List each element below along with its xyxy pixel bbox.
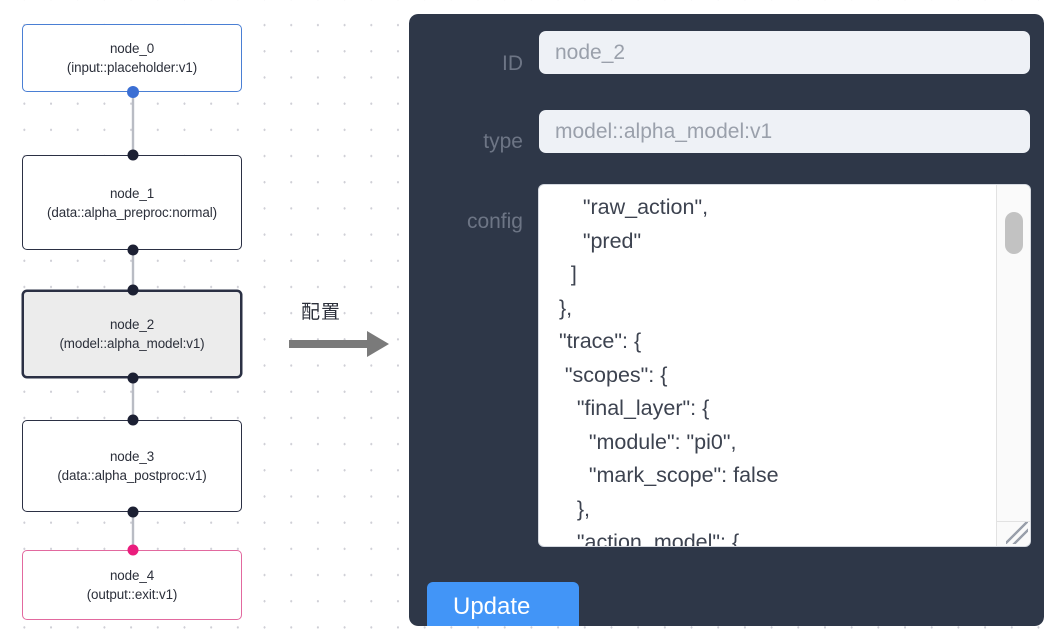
node-title: node_1 bbox=[109, 185, 155, 201]
node-2-output-handle[interactable] bbox=[127, 372, 139, 384]
node-subtitle: (model::alpha_model:v1) bbox=[59, 336, 205, 351]
config-scrollbar-thumb[interactable] bbox=[1005, 212, 1023, 254]
node-subtitle: (data::alpha_preproc:normal) bbox=[47, 204, 217, 220]
node-subtitle: (data::alpha_postproc:v1) bbox=[57, 468, 207, 483]
type-field-row: type bbox=[429, 130, 1029, 154]
transition-label: 配置 bbox=[301, 302, 342, 323]
graph-node-node-3[interactable]: node_3 (data::alpha_postproc:v1) bbox=[22, 420, 242, 512]
config-scrollbar[interactable] bbox=[996, 185, 1030, 546]
resize-grip-icon[interactable] bbox=[1006, 522, 1028, 544]
id-field-label: ID bbox=[502, 52, 523, 75]
transition-annotation: 配置 bbox=[289, 297, 394, 359]
config-field-label: config bbox=[466, 210, 523, 233]
id-field-row: ID bbox=[429, 52, 1029, 76]
config-textarea-wrapper bbox=[539, 185, 1030, 546]
update-button-clip: Update bbox=[409, 14, 1044, 626]
arrow-right-icon bbox=[289, 331, 389, 357]
graph-node-node-2[interactable]: node_2 (model::alpha_model:v1) bbox=[22, 290, 242, 378]
id-input[interactable] bbox=[539, 31, 1030, 74]
node-title: node_0 bbox=[109, 41, 155, 56]
config-textarea[interactable] bbox=[539, 185, 997, 546]
graph-node-node-4[interactable]: node_4 (output::exit:v1) bbox=[22, 550, 242, 620]
update-button[interactable]: Update bbox=[427, 582, 579, 626]
node-subtitle: (output::exit:v1) bbox=[86, 587, 178, 602]
node-3-input-handle[interactable] bbox=[127, 414, 139, 426]
node-1-input-handle[interactable] bbox=[127, 149, 139, 161]
graph-node-node-0[interactable]: node_0 (input::placeholder:v1) bbox=[22, 24, 242, 92]
type-input[interactable] bbox=[539, 110, 1030, 153]
node-4-input-handle[interactable] bbox=[127, 544, 139, 556]
config-field-row: config bbox=[429, 210, 1029, 234]
node-title: node_3 bbox=[109, 449, 155, 464]
node-3-output-handle[interactable] bbox=[127, 506, 139, 518]
config-scrollbar-divider bbox=[997, 521, 1030, 522]
graph-node-node-1[interactable]: node_1 (data::alpha_preproc:normal) bbox=[22, 155, 242, 250]
node-0-output-handle[interactable] bbox=[127, 86, 139, 98]
node-title: node_4 bbox=[109, 568, 155, 583]
node-1-output-handle[interactable] bbox=[127, 244, 139, 256]
node-title: node_2 bbox=[109, 317, 155, 332]
node-2-input-handle[interactable] bbox=[127, 284, 139, 296]
type-field-label: type bbox=[483, 130, 523, 153]
node-subtitle: (input::placeholder:v1) bbox=[66, 60, 198, 75]
